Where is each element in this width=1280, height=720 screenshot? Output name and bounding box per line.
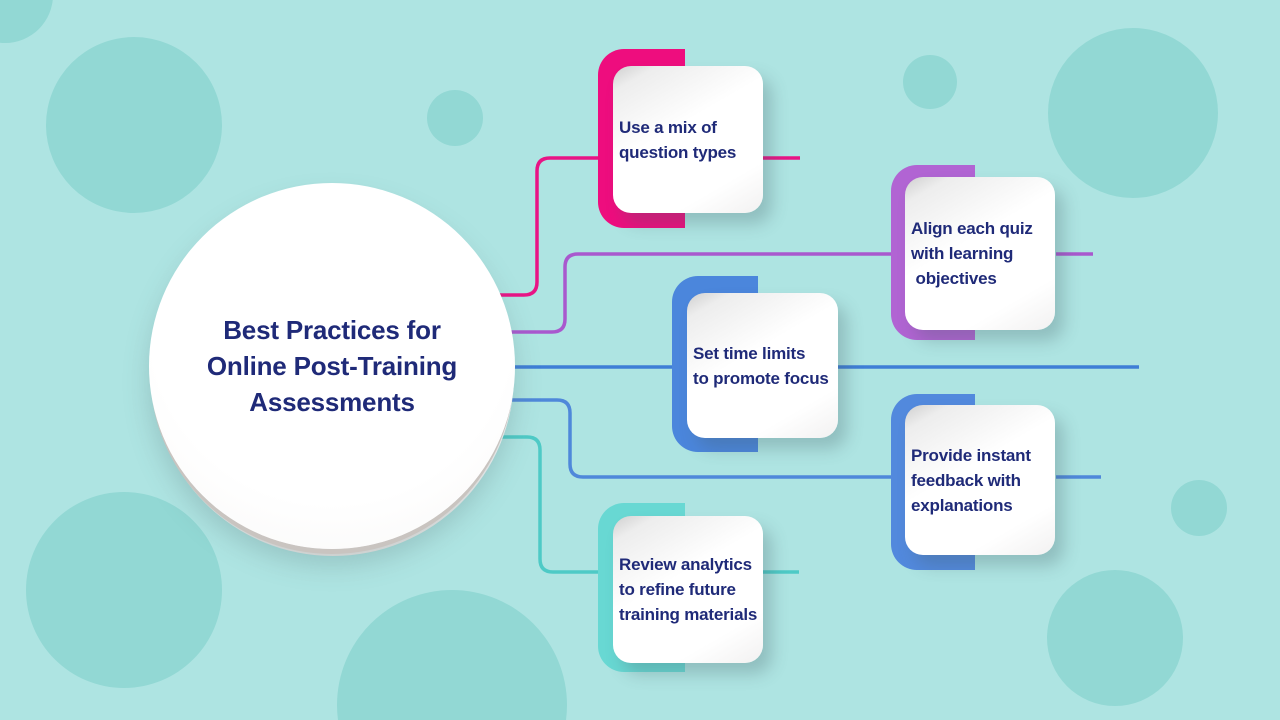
card-text-line: feedback with	[911, 470, 1021, 490]
card-body: Review analytics to refine future traini…	[613, 516, 763, 663]
card-body: Use a mix of question types	[613, 66, 763, 213]
connector-line	[495, 156, 599, 297]
card-body: Provide instant feedback with explanatio…	[905, 405, 1055, 555]
card-body: Set time limits to promote focus	[687, 293, 838, 438]
card-text-line: Provide instant	[911, 445, 1031, 465]
central-title-line: Best Practices for	[223, 315, 441, 345]
central-title: Best Practices for Online Post-Training …	[207, 312, 457, 420]
card-text-line: Review analytics	[619, 555, 752, 574]
background-bubble	[337, 590, 567, 720]
background-bubble	[1048, 28, 1218, 198]
connector-line	[505, 398, 892, 479]
background-bubble	[1171, 480, 1227, 536]
background-bubble	[903, 55, 957, 109]
connector-line	[495, 435, 599, 574]
card-text-line: explanations	[911, 495, 1013, 515]
card-text-line: to promote focus	[693, 368, 829, 388]
connector-line	[505, 252, 892, 334]
background-bubble	[427, 90, 483, 146]
card-text-line: Use a mix of	[619, 117, 717, 137]
card-text-line: Set time limits	[693, 343, 806, 363]
background-bubble	[1047, 570, 1183, 706]
card-text-line: Align each quiz	[911, 219, 1033, 238]
card-text-line: with learning	[911, 244, 1014, 263]
central-topic: Best Practices for Online Post-Training …	[149, 183, 515, 549]
card-text-line: training materials	[619, 605, 758, 624]
background-bubble	[26, 492, 222, 688]
card-text-line: question types	[619, 142, 737, 162]
background-bubble	[0, 0, 53, 43]
card-text-line: to refine future	[619, 580, 736, 599]
card-text-line: objectives	[911, 269, 997, 288]
card-body: Align each quiz with learning objectives	[905, 177, 1055, 330]
background-bubble	[46, 37, 222, 213]
central-title-line: Assessments	[249, 387, 415, 417]
central-title-line: Online Post-Training	[206, 351, 458, 381]
